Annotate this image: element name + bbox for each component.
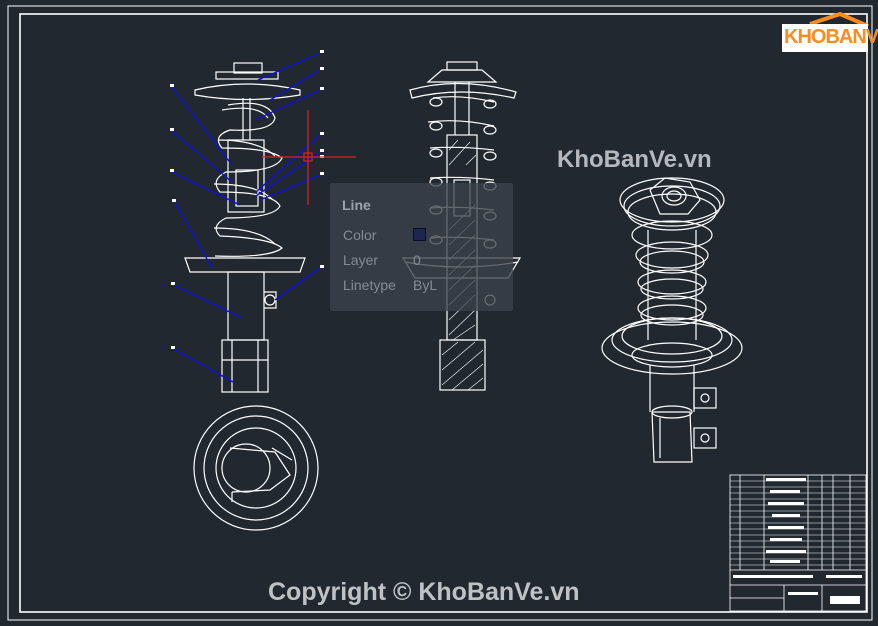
color-swatch-icon: [413, 228, 426, 241]
title-block-fill: [733, 478, 862, 604]
strut-isometric-view[interactable]: [601, 177, 743, 463]
inner-frame: [19, 13, 868, 613]
object-properties-tooltip: Line Color Layer 0 Linetype ByL: [330, 183, 513, 311]
leader-tick-marks: [170, 50, 324, 349]
crosshair-cursor[interactable]: [262, 110, 356, 205]
tooltip-linetype-label: Linetype: [343, 277, 396, 293]
strut-front-view[interactable]: [184, 62, 306, 393]
watermark-top: KhoBanVe.vn: [557, 146, 712, 173]
khobanve-logo: [780, 11, 870, 54]
logo-text: KHOBANVE: [784, 26, 878, 48]
leader-lines: [171, 52, 321, 383]
watermark-bottom: Copyright © KhoBanVe.vn: [268, 578, 580, 606]
outer-frame: [7, 5, 873, 621]
house-roof-icon: [782, 11, 869, 52]
tooltip-linetype-value: ByL: [413, 277, 438, 293]
tooltip-color-value: [413, 227, 431, 243]
tooltip-layer-value: 0: [413, 252, 421, 268]
tooltip-color-label: Color: [343, 227, 377, 243]
title-block: [729, 474, 867, 612]
tooltip-layer-label: Layer: [343, 252, 379, 268]
strut-top-view[interactable]: [193, 405, 319, 531]
tooltip-title: Line: [342, 197, 371, 213]
